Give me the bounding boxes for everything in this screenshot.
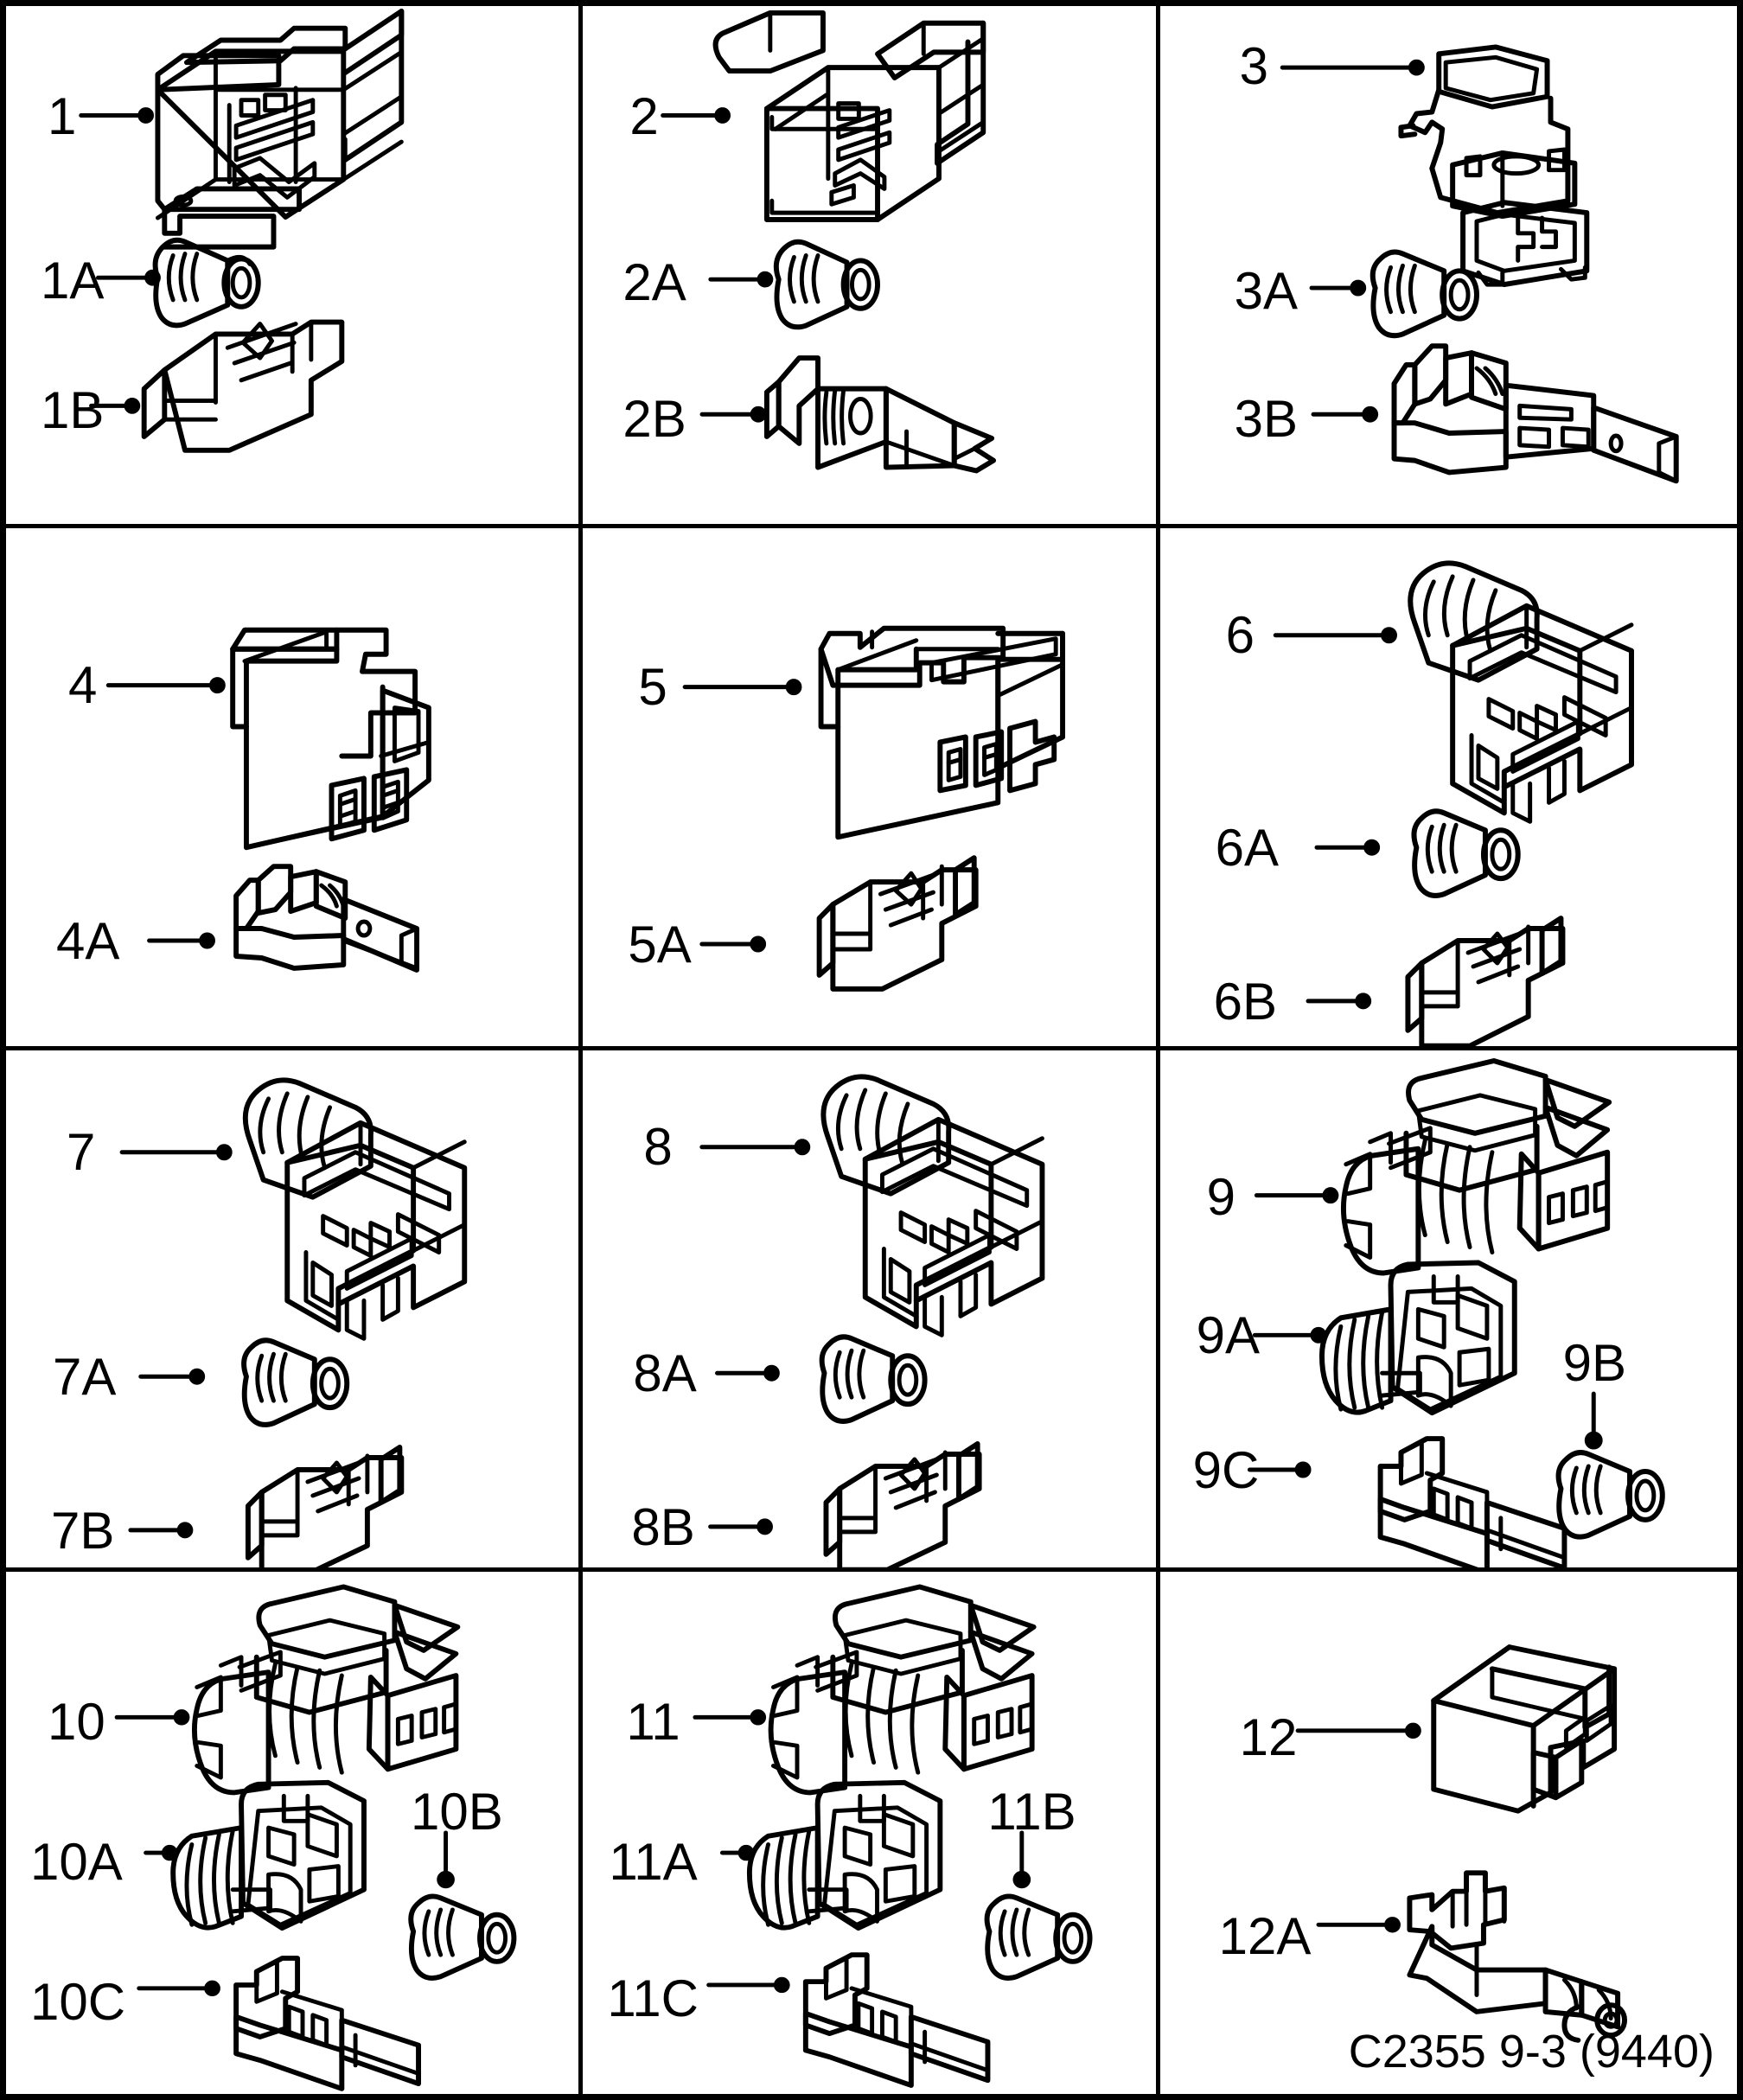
panel-3[interactable]: 3 3A 3B bbox=[1159, 6, 1737, 528]
panel-11-drawing bbox=[693, 1584, 1093, 2089]
panel-3-drawing bbox=[1280, 44, 1679, 484]
item-label-9: 9 bbox=[1206, 1167, 1236, 1226]
item-label-8: 8 bbox=[643, 1117, 673, 1176]
item-label-10b: 10B bbox=[411, 1783, 503, 1841]
panel-4[interactable]: 4 4A bbox=[6, 527, 584, 1050]
panel-6-drawing bbox=[1273, 560, 1634, 1046]
item-label-7: 7 bbox=[67, 1122, 96, 1181]
panel-8-drawing bbox=[699, 1073, 1045, 1568]
item-label-6b: 6B bbox=[1213, 972, 1278, 1031]
item-label-10c: 10C bbox=[30, 1973, 126, 2032]
item-label-6a: 6A bbox=[1215, 818, 1280, 877]
panel-8[interactable]: 8 8A 8B bbox=[583, 1050, 1160, 1573]
item-label-10: 10 bbox=[48, 1693, 105, 1752]
panel-10[interactable]: 10 10A 10B 10C bbox=[6, 1572, 584, 2094]
item-label-9c: 9C bbox=[1192, 1440, 1260, 1499]
item-label-3a: 3A bbox=[1234, 262, 1299, 320]
item-label-1: 1 bbox=[48, 87, 77, 145]
item-label-10a: 10A bbox=[30, 1833, 123, 1892]
item-label-3: 3 bbox=[1239, 37, 1269, 95]
item-label-12a: 12A bbox=[1218, 1907, 1312, 1966]
panel-1-drawing bbox=[79, 8, 405, 453]
panel-5[interactable]: 5 5A bbox=[583, 527, 1160, 1050]
panel-4-drawing bbox=[105, 627, 431, 973]
panel-6[interactable]: 6 6A 6B bbox=[1159, 528, 1737, 1050]
item-label-11a: 11A bbox=[609, 1833, 698, 1892]
item-label-4: 4 bbox=[68, 655, 98, 714]
panel-9-drawing bbox=[1247, 1057, 1665, 1568]
item-label-7b: 7B bbox=[51, 1501, 115, 1560]
panel-9[interactable]: 9 9A 9B 9C bbox=[1159, 1050, 1737, 1573]
item-label-9b: 9B bbox=[1562, 1333, 1627, 1392]
item-label-4a: 4A bbox=[56, 911, 120, 970]
item-label-12: 12 bbox=[1239, 1708, 1298, 1767]
panel-1[interactable]: 1 1A 1B bbox=[6, 6, 584, 528]
panel-2-drawing bbox=[661, 10, 997, 474]
panel-10-drawing bbox=[114, 1584, 517, 2092]
item-label-8a: 8A bbox=[633, 1344, 697, 1402]
panel-11[interactable]: 11 11A 11B 11C bbox=[583, 1572, 1160, 2094]
panel-7[interactable]: 7 7A 7B bbox=[6, 1050, 584, 1573]
item-label-5: 5 bbox=[638, 657, 667, 716]
panel-12-drawing bbox=[1295, 1644, 1627, 2043]
item-label-7a: 7A bbox=[53, 1347, 117, 1406]
panel-12[interactable]: 12 12A C2355 9-3 (9440) bbox=[1160, 1572, 1737, 2094]
item-label-2a: 2A bbox=[622, 253, 686, 311]
panel-7-drawing bbox=[119, 1076, 468, 1568]
panel-5-drawing bbox=[682, 625, 1066, 992]
item-label-1b: 1B bbox=[41, 381, 105, 439]
panel-grid: 1 1A 1B bbox=[6, 6, 1737, 2094]
item-label-3b: 3B bbox=[1234, 390, 1299, 448]
item-label-11b: 11B bbox=[987, 1783, 1076, 1841]
item-label-11c: 11C bbox=[607, 1969, 699, 2028]
diagram-caption: C2355 9-3 (9440) bbox=[1348, 2026, 1714, 2078]
item-label-1a: 1A bbox=[41, 252, 105, 310]
item-label-2b: 2B bbox=[622, 390, 686, 448]
item-label-11: 11 bbox=[626, 1693, 680, 1752]
item-label-8b: 8B bbox=[631, 1497, 695, 1556]
item-label-2: 2 bbox=[629, 87, 659, 145]
item-label-6: 6 bbox=[1225, 605, 1255, 664]
item-label-9a: 9A bbox=[1196, 1305, 1261, 1364]
panel-2[interactable]: 2 2A 2B bbox=[583, 6, 1160, 528]
item-label-5a: 5A bbox=[628, 915, 692, 973]
